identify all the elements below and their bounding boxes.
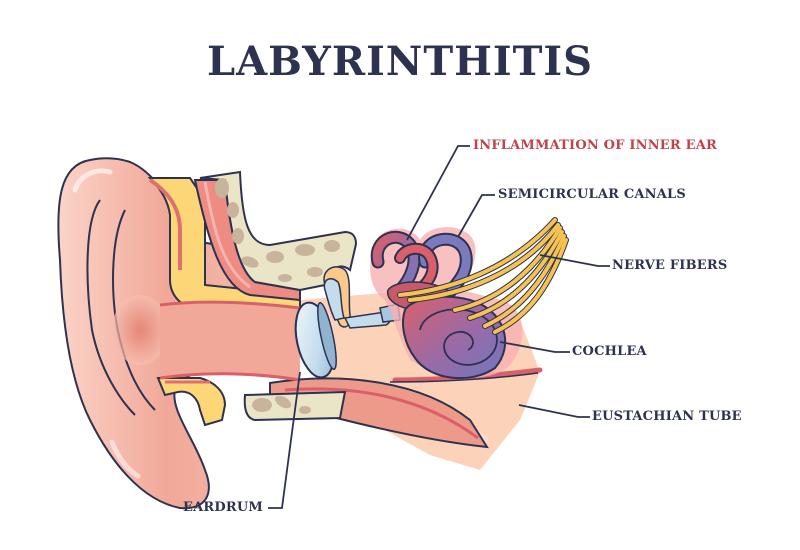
leader-lines	[268, 145, 610, 509]
label-semicircular-canals: SEMICIRCULAR CANALS	[498, 187, 686, 202]
label-eardrum: EARDRUM	[183, 500, 264, 515]
leader-cochlea	[499, 341, 570, 353]
temporal-bone-upper	[199, 170, 358, 292]
leader-eardrum	[268, 371, 301, 509]
label-inflammation-of-inner-ear: INFLAMMATION OF INNER EAR	[473, 138, 718, 153]
label-eustachian-tube: EUSTACHIAN TUBE	[592, 409, 742, 424]
leader-semicircular	[457, 194, 495, 238]
leader-nerve-fibers	[539, 254, 610, 267]
ossicles	[323, 266, 401, 329]
label-cochlea: COCHLEA	[572, 344, 647, 359]
external-auditory-canal	[159, 300, 301, 382]
label-nerve-fibers: NERVE FIBERS	[612, 258, 728, 273]
ear-canal-cartilage	[147, 177, 301, 427]
nerve-fibers-bundle	[397, 217, 569, 335]
leader-inflammation	[406, 145, 470, 241]
leader-eustachian	[518, 404, 590, 418]
diagram-title: LABYRINTHITIS	[207, 38, 593, 85]
eardrum-membrane	[294, 301, 337, 379]
